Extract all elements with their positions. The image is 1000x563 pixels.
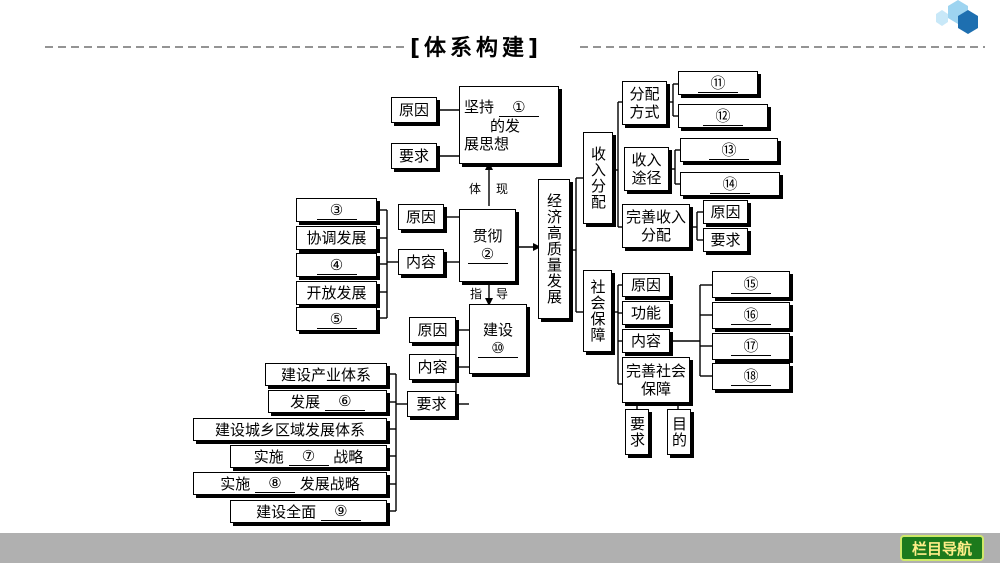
build-label: 建设 bbox=[482, 320, 513, 339]
blank-12-box: ⑫ bbox=[678, 104, 768, 128]
blank-3-box: ③ bbox=[296, 198, 377, 222]
requirement-box-vertical: 要求 bbox=[625, 409, 649, 455]
requirement-box-income: 要求 bbox=[703, 228, 748, 252]
income-distribution-box: 收入分配 bbox=[583, 132, 613, 224]
center-quality-development: 经济高质量发展 bbox=[538, 179, 570, 319]
blank-12: ⑫ bbox=[703, 107, 743, 126]
function-box: 功能 bbox=[622, 301, 670, 325]
implement-label: 贯彻 bbox=[472, 227, 503, 245]
develop-6-box: 发展 ⑥ bbox=[268, 390, 387, 413]
adhere-label: 坚持 bbox=[464, 97, 495, 116]
blank-3: ③ bbox=[316, 201, 357, 220]
implement-7-box: 实施 ⑦ 战略 bbox=[230, 445, 387, 468]
open-dev-box: 开放发展 bbox=[296, 281, 377, 305]
income-channel-box: 收入途径 bbox=[624, 147, 669, 191]
blank-4-box: ④ bbox=[296, 253, 377, 277]
reason-box-mid: 原因 bbox=[398, 204, 444, 230]
reason-box-income: 原因 bbox=[703, 200, 748, 224]
blank-11: ⑪ bbox=[698, 74, 738, 93]
reason-box-low: 原因 bbox=[409, 317, 456, 343]
content-box-social: 内容 bbox=[622, 329, 670, 353]
adhere-line2: 的发 bbox=[490, 116, 521, 135]
build-box: 建设 ⑩ bbox=[469, 304, 527, 374]
blank-14: ⑭ bbox=[710, 175, 750, 194]
blank-5-box: ⑤ bbox=[296, 307, 377, 331]
blank-17: ⑰ bbox=[731, 337, 771, 356]
blank-1: ① bbox=[498, 98, 539, 117]
requirement-box-low: 要求 bbox=[407, 391, 456, 417]
blank-4: ④ bbox=[316, 256, 357, 275]
coordinated-dev-box: 协调发展 bbox=[296, 226, 377, 250]
blank-18: ⑱ bbox=[731, 367, 771, 386]
implement-8-box: 实施 ⑧ 发展战略 bbox=[193, 472, 387, 495]
blank-7: ⑦ bbox=[288, 447, 329, 466]
blank-13: ⑬ bbox=[709, 141, 749, 160]
reason-box-top: 原因 bbox=[391, 97, 437, 123]
requirement-box-top: 要求 bbox=[391, 143, 437, 169]
blank-2: ② bbox=[467, 245, 508, 264]
section-nav-button[interactable]: 栏目导航 bbox=[900, 535, 984, 561]
blank-5: ⑤ bbox=[316, 310, 357, 329]
implement8-c: 发展战略 bbox=[299, 474, 360, 493]
blank-17-box: ⑰ bbox=[712, 333, 790, 360]
blank-18-box: ⑱ bbox=[712, 363, 790, 390]
content-box-low: 内容 bbox=[409, 354, 456, 380]
blank-6: ⑥ bbox=[324, 392, 365, 411]
improve-income-box: 完善收入分配 bbox=[622, 204, 690, 248]
implement7-c: 战略 bbox=[333, 447, 364, 466]
reason-box-social: 原因 bbox=[622, 273, 670, 297]
embody-label-1: 体 bbox=[469, 182, 482, 196]
build9-a: 建设全面 bbox=[256, 502, 317, 521]
blank-11-box: ⑪ bbox=[678, 71, 758, 95]
bottom-bar bbox=[0, 533, 1000, 563]
blank-16-box: ⑯ bbox=[712, 302, 790, 329]
blank-14-box: ⑭ bbox=[680, 172, 780, 196]
industry-system-box: 建设产业体系 bbox=[265, 363, 387, 386]
blank-15: ⑮ bbox=[731, 275, 771, 294]
social-security-box: 社会保障 bbox=[583, 270, 612, 352]
guide-label-2: 导 bbox=[496, 287, 509, 301]
blank-15-box: ⑮ bbox=[712, 271, 790, 298]
blank-8: ⑧ bbox=[255, 474, 295, 493]
blank-16: ⑯ bbox=[731, 306, 771, 325]
implement7-a: 实施 bbox=[253, 447, 284, 466]
adhere-line3: 展思想 bbox=[464, 134, 510, 153]
develop-label: 发展 bbox=[290, 392, 321, 411]
implement8-a: 实施 bbox=[220, 474, 251, 493]
page-title: [体系构建] bbox=[410, 36, 543, 61]
embody-label-2: 现 bbox=[496, 182, 509, 196]
implement-box: 贯彻 ② bbox=[459, 209, 516, 282]
improve-social-box: 完善社会保障 bbox=[622, 357, 690, 403]
purpose-box-vertical: 目的 bbox=[667, 409, 691, 455]
adhere-box: 坚持 ① 的发 展思想 bbox=[459, 86, 559, 164]
blank-10: ⑩ bbox=[478, 339, 518, 358]
urban-rural-box: 建设城乡区域发展体系 bbox=[193, 418, 387, 441]
content-box-mid: 内容 bbox=[398, 249, 444, 275]
guide-label-1: 指 bbox=[470, 287, 483, 301]
build-9-box: 建设全面 ⑨ bbox=[230, 500, 387, 523]
blank-13-box: ⑬ bbox=[680, 138, 778, 162]
distribution-mode-box: 分配方式 bbox=[622, 81, 667, 125]
blank-9: ⑨ bbox=[320, 502, 361, 521]
